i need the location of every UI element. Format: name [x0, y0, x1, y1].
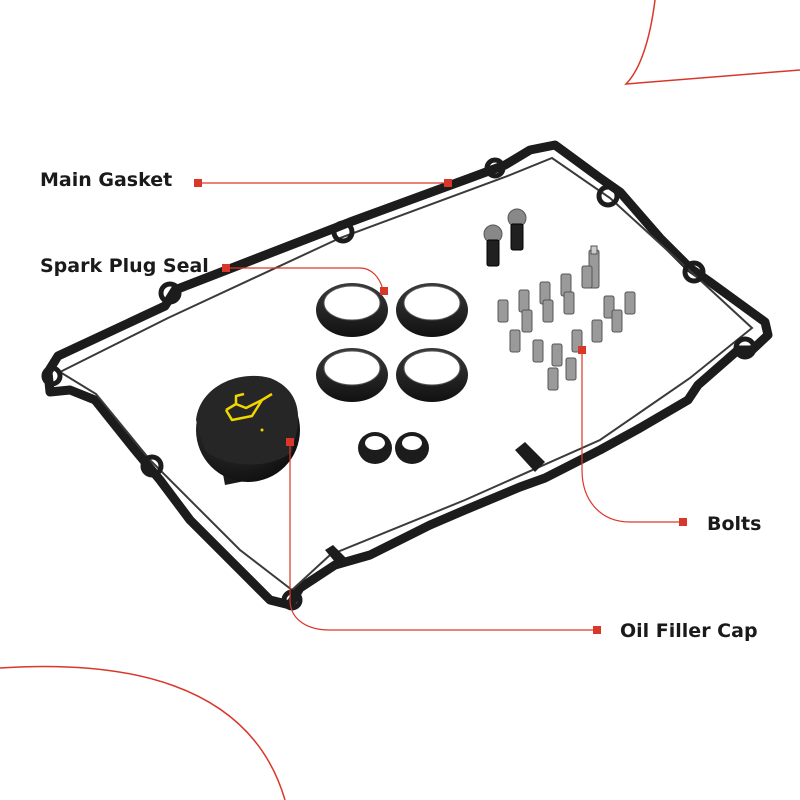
callout-dot: [578, 346, 586, 354]
callout-lines: [200, 182, 682, 631]
oil-can-icon: [224, 392, 273, 422]
callout-bolts: Bolts: [707, 513, 762, 535]
oil-filler-cap: [196, 375, 300, 485]
spark-plug-seal-ring: [316, 348, 388, 402]
callout-dot: [286, 438, 294, 446]
stud-bolt: [483, 224, 503, 267]
callout-main-gasket: Main Gasket: [40, 169, 173, 191]
callout-dot: [194, 179, 202, 187]
callout-dots: [194, 179, 687, 634]
spark-plug-seal-ring: [396, 348, 468, 402]
decorative-arc-top-right: [624, 0, 800, 85]
main-gasket: [41, 140, 773, 611]
spark-plug-seals: [316, 283, 468, 402]
small-grommets: [358, 432, 429, 464]
stud-bolt: [507, 208, 527, 251]
callout-spark-plug-seal: Spark Plug Seal: [40, 255, 209, 277]
callout-dot: [593, 626, 601, 634]
decorative-arc-bottom-left: [0, 665, 286, 800]
callout-dot: [679, 518, 687, 526]
callout-dot: [380, 287, 388, 295]
spark-plug-seal-ring: [316, 283, 388, 337]
bolt-row: [497, 265, 636, 391]
bolts: [483, 208, 636, 391]
callout-oil-filler-cap: Oil Filler Cap: [620, 620, 758, 642]
spark-plug-seal-ring: [396, 283, 468, 337]
callout-dot: [444, 179, 452, 187]
callout-dot: [222, 264, 230, 272]
